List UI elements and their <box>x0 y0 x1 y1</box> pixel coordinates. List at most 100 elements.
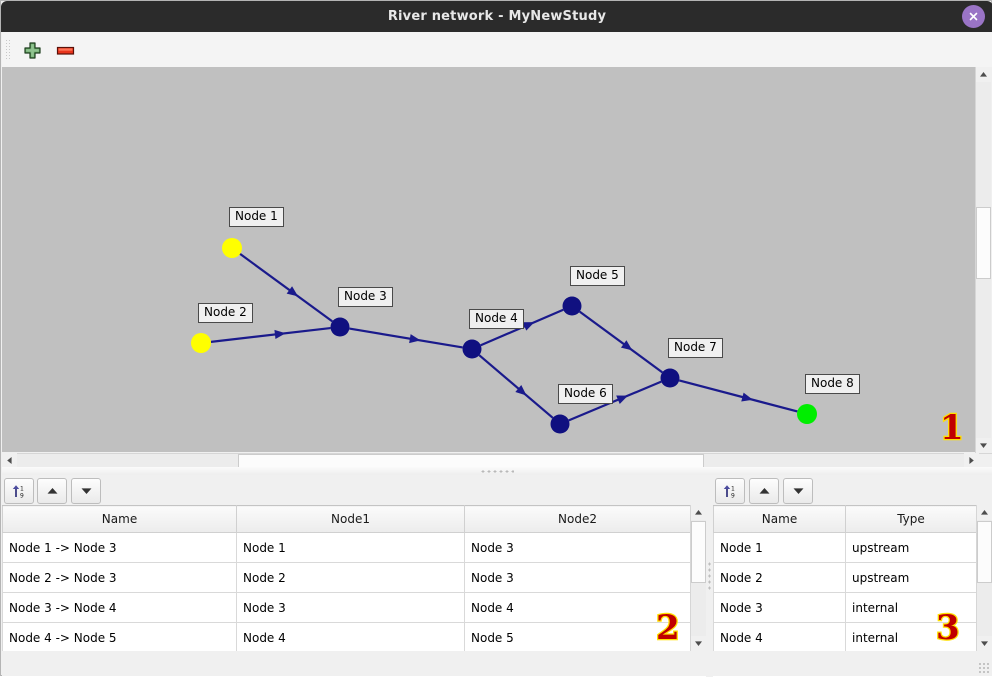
table-cell[interactable]: Node 3 <box>464 562 690 593</box>
table-cell[interactable]: Node 1 <box>713 532 846 563</box>
table-cell[interactable]: Node 3 -> Node 4 <box>2 592 237 623</box>
graph-node-node-3[interactable] <box>330 317 350 337</box>
table-cell[interactable]: upstream <box>845 562 976 593</box>
graph-vertical-scroll-thumb[interactable] <box>976 207 991 279</box>
graph-node-node-4[interactable] <box>462 339 482 359</box>
graph-scroll-left-button[interactable] <box>2 453 17 468</box>
graph-edge[interactable] <box>349 327 463 349</box>
table-cell[interactable]: Node 3 <box>713 592 846 623</box>
column-header-node1[interactable]: Node1 <box>236 505 465 533</box>
graph-node-node-7[interactable] <box>660 368 680 388</box>
table-cell[interactable]: Node 5 <box>464 622 690 651</box>
graph-vertical-scrollbar[interactable] <box>975 67 992 453</box>
table-cell[interactable]: Node 4 <box>464 592 690 623</box>
triangle-down-icon <box>981 641 988 646</box>
table-cell[interactable]: internal <box>845 622 976 651</box>
graph-node-label-node-1[interactable]: Node 1 <box>229 207 284 227</box>
nodes-move-up-button[interactable] <box>749 478 779 504</box>
graph-edge[interactable] <box>239 253 333 323</box>
table-cell[interactable]: Node 3 <box>236 592 465 623</box>
nodes-sort-button[interactable]: 1 9 <box>715 478 745 504</box>
graph-scroll-down-button[interactable] <box>976 438 991 453</box>
graph-node-node-1[interactable] <box>222 238 242 258</box>
nodes-vertical-scroll-thumb[interactable] <box>977 521 992 583</box>
network-graph-canvas[interactable]: Node 1 Node 2 Node 3 Node 4 Node 5 Node 6 Node… <box>2 67 975 452</box>
table-cell[interactable]: upstream <box>845 532 976 563</box>
graph-node-node-2[interactable] <box>191 333 211 353</box>
links-scroll-up-button[interactable] <box>691 505 706 520</box>
graph-node-label-node-6[interactable]: Node 6 <box>558 384 613 404</box>
graph-edge[interactable] <box>210 326 331 343</box>
window-resize-grip[interactable] <box>978 662 990 674</box>
add-node-button[interactable] <box>20 39 44 61</box>
graph-node-label-node-3[interactable]: Node 3 <box>338 287 393 307</box>
nodes-scroll-up-button[interactable] <box>977 505 992 520</box>
table-cell[interactable]: Node 4 <box>236 622 465 651</box>
nodes-table-vertical-scrollbar[interactable] <box>976 505 992 651</box>
table-cell[interactable]: Node 2 <box>713 562 846 593</box>
table-cell[interactable]: Node 1 -> Node 3 <box>2 532 237 563</box>
delete-node-button[interactable] <box>53 39 77 61</box>
vertical-splitter[interactable] <box>706 475 713 677</box>
column-header-name[interactable]: Name <box>713 505 846 533</box>
graph-edge-arrow <box>409 334 421 344</box>
graph-edge[interactable] <box>568 380 662 422</box>
table-cell[interactable]: Node 4 -> Node 5 <box>2 622 237 651</box>
title-bar: River network - MyNewStudy <box>1 1 992 32</box>
column-header-node2[interactable]: Node2 <box>464 505 690 533</box>
nodes-move-down-button[interactable] <box>783 478 813 504</box>
table-cell[interactable]: Node 1 <box>236 532 465 563</box>
links-table-vertical-scrollbar[interactable] <box>690 505 707 651</box>
arrow-down-icon <box>81 488 91 494</box>
table-cell[interactable]: Node 2 -> Node 3 <box>2 562 237 593</box>
graph-node-label-node-2[interactable]: Node 2 <box>198 303 253 323</box>
links-scroll-down-button[interactable] <box>691 636 706 651</box>
arrow-up-icon <box>759 488 769 494</box>
graph-scroll-up-button[interactable] <box>976 67 991 82</box>
graph-node-label-node-4[interactable]: Node 4 <box>469 309 524 329</box>
graph-node-node-6[interactable] <box>550 414 570 434</box>
links-sort-button[interactable]: 1 9 <box>4 478 34 504</box>
links-move-up-button[interactable] <box>37 478 67 504</box>
graph-node-label-node-8[interactable]: Node 8 <box>805 374 860 394</box>
links-vertical-scroll-thumb[interactable] <box>691 521 706 583</box>
table-cell[interactable]: Node 4 <box>713 622 846 651</box>
triangle-right-icon <box>969 457 974 464</box>
graph-scroll-right-button[interactable] <box>964 453 979 468</box>
graph-edge[interactable] <box>579 310 663 374</box>
graph-node-node-5[interactable] <box>562 296 582 316</box>
table-cell[interactable]: Node 3 <box>464 532 690 563</box>
nodes-scroll-down-button[interactable] <box>977 636 992 651</box>
graph-edge[interactable] <box>678 379 798 413</box>
graph-edge-arrow <box>616 395 628 405</box>
graph-edge-arrow <box>286 286 299 297</box>
graph-edge[interactable] <box>478 354 554 419</box>
column-header-name[interactable]: Name <box>2 505 237 533</box>
table-cell[interactable]: Node 2 <box>236 562 465 593</box>
graph-node-node-8[interactable] <box>797 404 817 424</box>
links-move-down-button[interactable] <box>71 478 101 504</box>
column-header-type[interactable]: Type <box>845 505 976 533</box>
graph-node-label-node-5[interactable]: Node 5 <box>570 266 625 286</box>
close-window-button[interactable] <box>962 5 985 28</box>
table-cell[interactable]: internal <box>845 592 976 623</box>
triangle-left-icon <box>7 457 12 464</box>
graph-node-label-node-7[interactable]: Node 7 <box>668 338 723 358</box>
window-title: River network - MyNewStudy <box>387 9 607 24</box>
graph-edge-arrow <box>522 322 535 331</box>
toolbar-drag-handle[interactable] <box>5 39 10 61</box>
graph-horizontal-scrollbar[interactable] <box>2 453 992 469</box>
